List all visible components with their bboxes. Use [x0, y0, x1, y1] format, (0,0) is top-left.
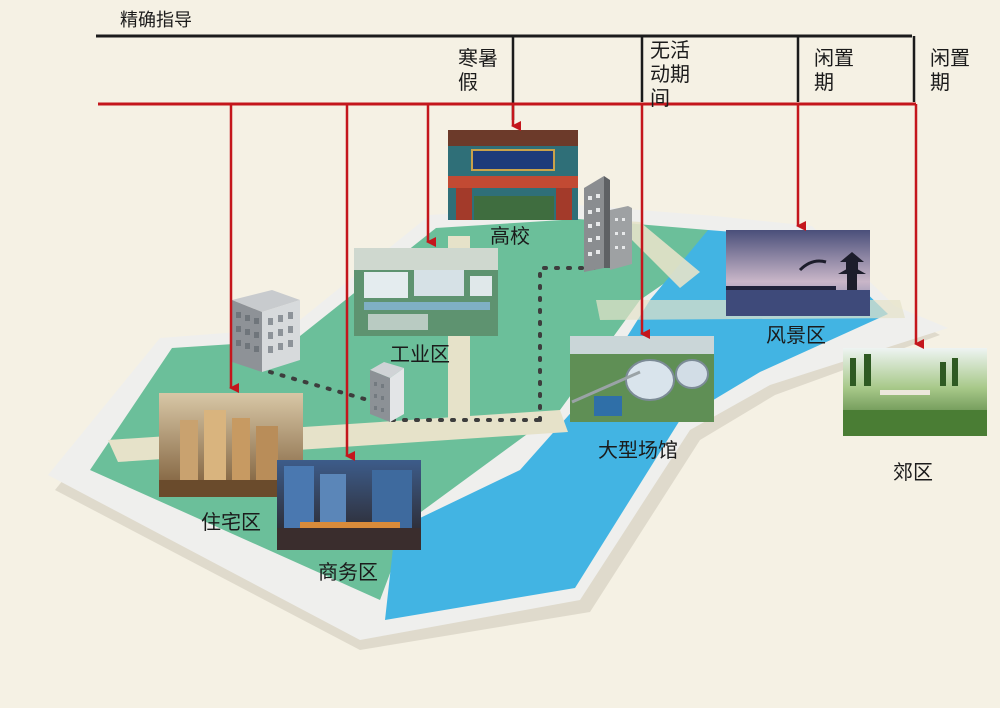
scenic-area-image	[726, 230, 870, 316]
area-label-suburb: 郊区	[893, 460, 933, 484]
precise-guidance-label: 精确指导	[120, 10, 192, 31]
area-label-industrial: 工业区	[390, 342, 450, 366]
university-gate-image	[448, 130, 578, 220]
map-water	[385, 230, 888, 620]
area-label-business: 商务区	[318, 560, 378, 584]
dotted-route	[268, 266, 598, 422]
stadium-image	[570, 336, 714, 422]
industrial-park-image	[354, 248, 498, 336]
period-label-idle-scenic: 闲置期	[814, 46, 854, 94]
area-label-residential: 住宅区	[201, 510, 261, 534]
map-road-diagonal	[612, 220, 700, 288]
period-label-winter-summer: 寒暑假	[458, 46, 498, 94]
area-label-stadium: 大型场馆	[598, 438, 678, 462]
period-label-idle-suburb: 闲置期	[930, 46, 970, 94]
area-label-scenic: 风景区	[766, 323, 826, 347]
university-tower-icon	[584, 176, 632, 272]
suburb-image	[843, 348, 987, 436]
area-label-university: 高校	[490, 224, 530, 248]
office-building-icon	[232, 290, 300, 372]
period-label-no-event: 无活动期间	[650, 38, 690, 110]
small-tower-icon	[370, 362, 404, 422]
business-image	[277, 460, 421, 550]
map-green-area	[90, 219, 720, 600]
